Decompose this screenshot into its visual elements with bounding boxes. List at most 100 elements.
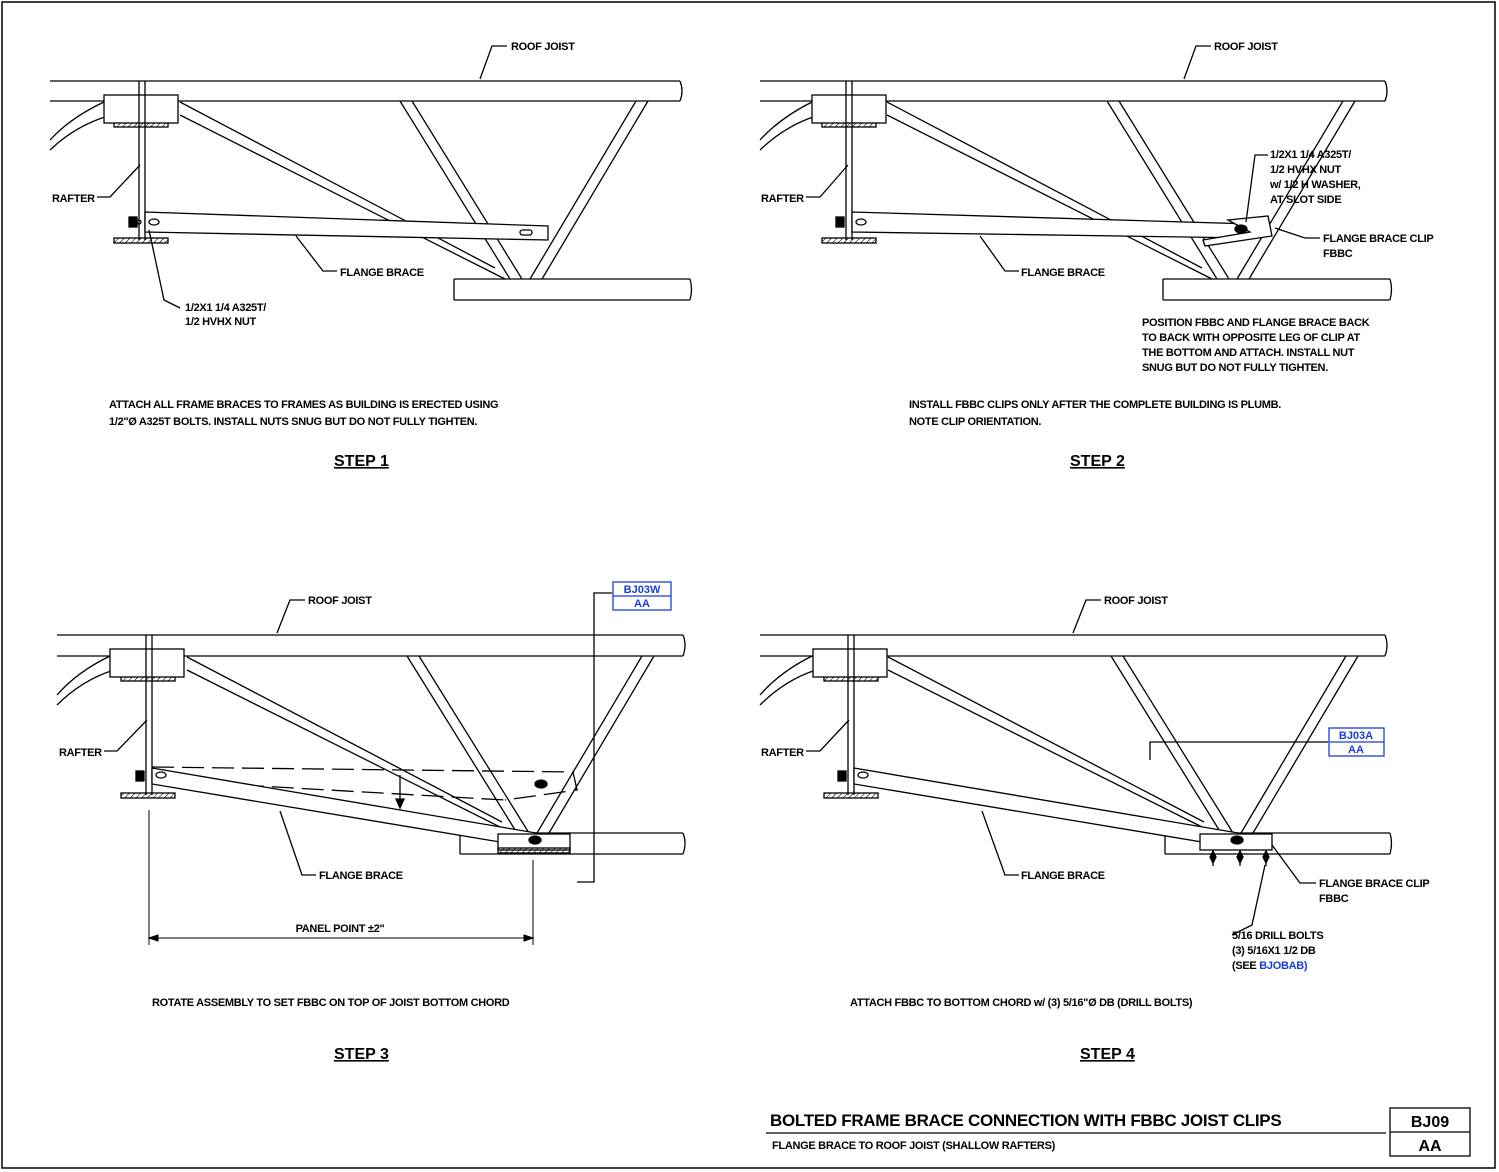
step3-panel-point-dimension: [147, 810, 535, 945]
step2-note-line2: NOTE CLIP ORIENTATION.: [909, 416, 1041, 428]
step4-ref-bottom: AA: [1348, 744, 1364, 756]
step1-roof-joist-label: ROOF JOIST: [511, 41, 575, 53]
step1-flange-brace-label: FLANGE BRACE: [340, 267, 424, 279]
step2-bolt-icon: [835, 216, 845, 228]
step4-drill-bolts-leader: [1231, 864, 1266, 936]
step1-web-members: [49, 100, 649, 280]
step2-position-line3: THE BOTTOM AND ATTACH. INSTALL NUT: [1142, 347, 1355, 359]
step4-section-cut-line: [1149, 741, 1328, 760]
step2-bolt-label-line2: 1/2 HVHX NUT: [1270, 164, 1342, 176]
step2-fbbc-clip: [1202, 215, 1273, 247]
step2-text: ROOF JOIST RAFTER FLANGE BRACE 1/2X1 1/4…: [761, 41, 1434, 470]
step2-clip-label-line1: FLANGE BRACE CLIP: [1323, 233, 1433, 245]
step4-seat-block: [812, 648, 888, 678]
step4-drill-see-link[interactable]: BJOBAB): [1259, 960, 1308, 972]
step4-drill-bolts-icon: [1209, 849, 1270, 866]
step2-bottom-chord: [1162, 278, 1393, 301]
step2-flange-brace: [851, 211, 1253, 239]
step2-bolt-label-line3: w/ 1/2 H WASHER,: [1269, 179, 1361, 191]
step3-ref-top: BJ03W: [624, 584, 661, 596]
step3-rafter-label: RAFTER: [59, 747, 102, 759]
step4-clip-label-line1: FLANGE BRACE CLIP: [1319, 878, 1429, 890]
step3-flange-brace-leader: [279, 810, 316, 876]
step2-clip-label-line2: FBBC: [1323, 248, 1353, 260]
step3-rafter-leader: [104, 719, 148, 752]
step1-seat-block: [103, 94, 179, 124]
step4-detail-ref-box[interactable]: BJ03A AA: [1328, 727, 1385, 757]
step3-detail-ref-box[interactable]: BJ03W AA: [612, 581, 672, 611]
step2-roof-joist-label: ROOF JOIST: [1214, 41, 1278, 53]
step2-web-members: [759, 100, 1356, 280]
step2-bolt-leader: [1245, 154, 1268, 223]
step4-flange-brace-label: FLANGE BRACE: [1021, 870, 1105, 882]
step1-rafter-label: RAFTER: [52, 193, 95, 205]
step2-bolt-label-line4: AT SLOT SIDE: [1270, 194, 1341, 206]
drawing-title: BOLTED FRAME BRACE CONNECTION WITH FBBC …: [770, 1111, 1281, 1130]
step4-drill-label-line1: 5/16 DRILL BOLTS: [1232, 930, 1323, 942]
step3-title: STEP 3: [334, 1046, 389, 1063]
step3-brace-original-position: [151, 766, 578, 801]
step1-bolt-label-line1: 1/2X1 1/4 A325T/: [185, 302, 266, 314]
step1-bottom-chord: [453, 278, 693, 301]
step1-note-line1: ATTACH ALL FRAME BRACES TO FRAMES AS BUI…: [109, 399, 498, 411]
step2-rafter-label: RAFTER: [761, 193, 804, 205]
step3-roof-joist-label: ROOF JOIST: [308, 595, 372, 607]
step4-rafter-leader: [806, 719, 850, 752]
step1-bolt-label-line2: 1/2 HVHX NUT: [185, 316, 257, 328]
step3-seat-block: [109, 648, 185, 678]
step3-web-members: [56, 655, 655, 834]
step1-roof-joist-leader: [479, 45, 507, 80]
step1-title: STEP 1: [334, 453, 389, 470]
step1-rafter-leader: [97, 164, 141, 198]
step4-text: ROOF JOIST RAFTER FLANGE BRACE FLANGE BR…: [761, 595, 1430, 1063]
step4-flange-brace: [853, 767, 1251, 851]
step3-section-cut-line: [577, 592, 612, 883]
step4-clip-label-line2: FBBC: [1319, 893, 1349, 905]
step2-title: STEP 2: [1070, 453, 1125, 470]
step4-roof-joist-leader: [1072, 599, 1101, 634]
step4-drill-label-line2: (3) 5/16X1 1/2 DB: [1232, 945, 1316, 957]
step2-position-line4: SNUG BUT DO NOT FULLY TIGHTEN.: [1142, 362, 1328, 374]
step2-seat-block: [811, 94, 887, 124]
step3-fbbc-clip: [497, 833, 571, 854]
step2-flange-brace-leader: [979, 235, 1019, 272]
step1-flange-brace: [144, 211, 549, 241]
step2-roof-joist-leader: [1183, 45, 1211, 80]
step3-bolt-icon: [135, 770, 145, 782]
step3-roof-joist-leader: [276, 599, 305, 634]
step1-note-line2: 1/2"Ø A325T BOLTS. INSTALL NUTS SNUG BUT…: [109, 416, 477, 428]
step3-note-line1: ROTATE ASSEMBLY TO SET FBBC ON TOP OF JO…: [152, 997, 510, 1009]
step1-panel: [49, 45, 693, 309]
step4-drill-label-line3: (SEE BJOBAB): [1232, 960, 1308, 972]
step4-panel: [759, 599, 1393, 936]
step2-position-line1: POSITION FBBC AND FLANGE BRACE BACK: [1142, 317, 1370, 329]
step2-flange-brace-label: FLANGE BRACE: [1021, 267, 1105, 279]
step4-rafter-label: RAFTER: [761, 747, 804, 759]
title-block: BOLTED FRAME BRACE CONNECTION WITH FBBC …: [766, 1107, 1471, 1157]
step3-flange-brace: [151, 767, 549, 851]
step3-ref-bottom: AA: [634, 598, 650, 610]
step1-bolt-icon: [128, 216, 142, 228]
step3-panel: [56, 592, 686, 945]
step2-rafter-leader: [806, 164, 849, 198]
step4-web-members: [759, 655, 1359, 834]
step4-ref-top: BJ03A: [1339, 730, 1373, 742]
step4-drill-see-prefix: (SEE: [1232, 960, 1256, 972]
step2-note-line1: INSTALL FBBC CLIPS ONLY AFTER THE COMPLE…: [909, 399, 1281, 411]
drawing-subtitle: FLANGE BRACE TO ROOF JOIST (SHALLOW RAFT…: [772, 1140, 1056, 1152]
step3-flange-brace-label: FLANGE BRACE: [319, 870, 403, 882]
step4-roof-joist-label: ROOF JOIST: [1104, 595, 1168, 607]
step3-panel-point-label: PANEL POINT ±2": [296, 923, 385, 935]
step4-note-line1: ATTACH FBBC TO BOTTOM CHORD w/ (3) 5/16"…: [850, 997, 1193, 1009]
step2-clip-leader: [1274, 227, 1320, 239]
step2-position-line2: TO BACK WITH OPPOSITE LEG OF CLIP AT: [1142, 332, 1361, 344]
step1-bolt-leader: [148, 229, 181, 309]
step2-bolt-label-line1: 1/2X1 1/4 A325T/: [1270, 149, 1351, 161]
sheet-revision: AA: [1418, 1138, 1442, 1155]
step1-text: ROOF JOIST RAFTER FLANGE BRACE 1/2X1 1/4…: [52, 41, 575, 470]
step4-clip-leader: [1271, 844, 1316, 884]
step1-flange-brace-leader: [295, 235, 337, 272]
step4-title: STEP 4: [1080, 1046, 1135, 1063]
